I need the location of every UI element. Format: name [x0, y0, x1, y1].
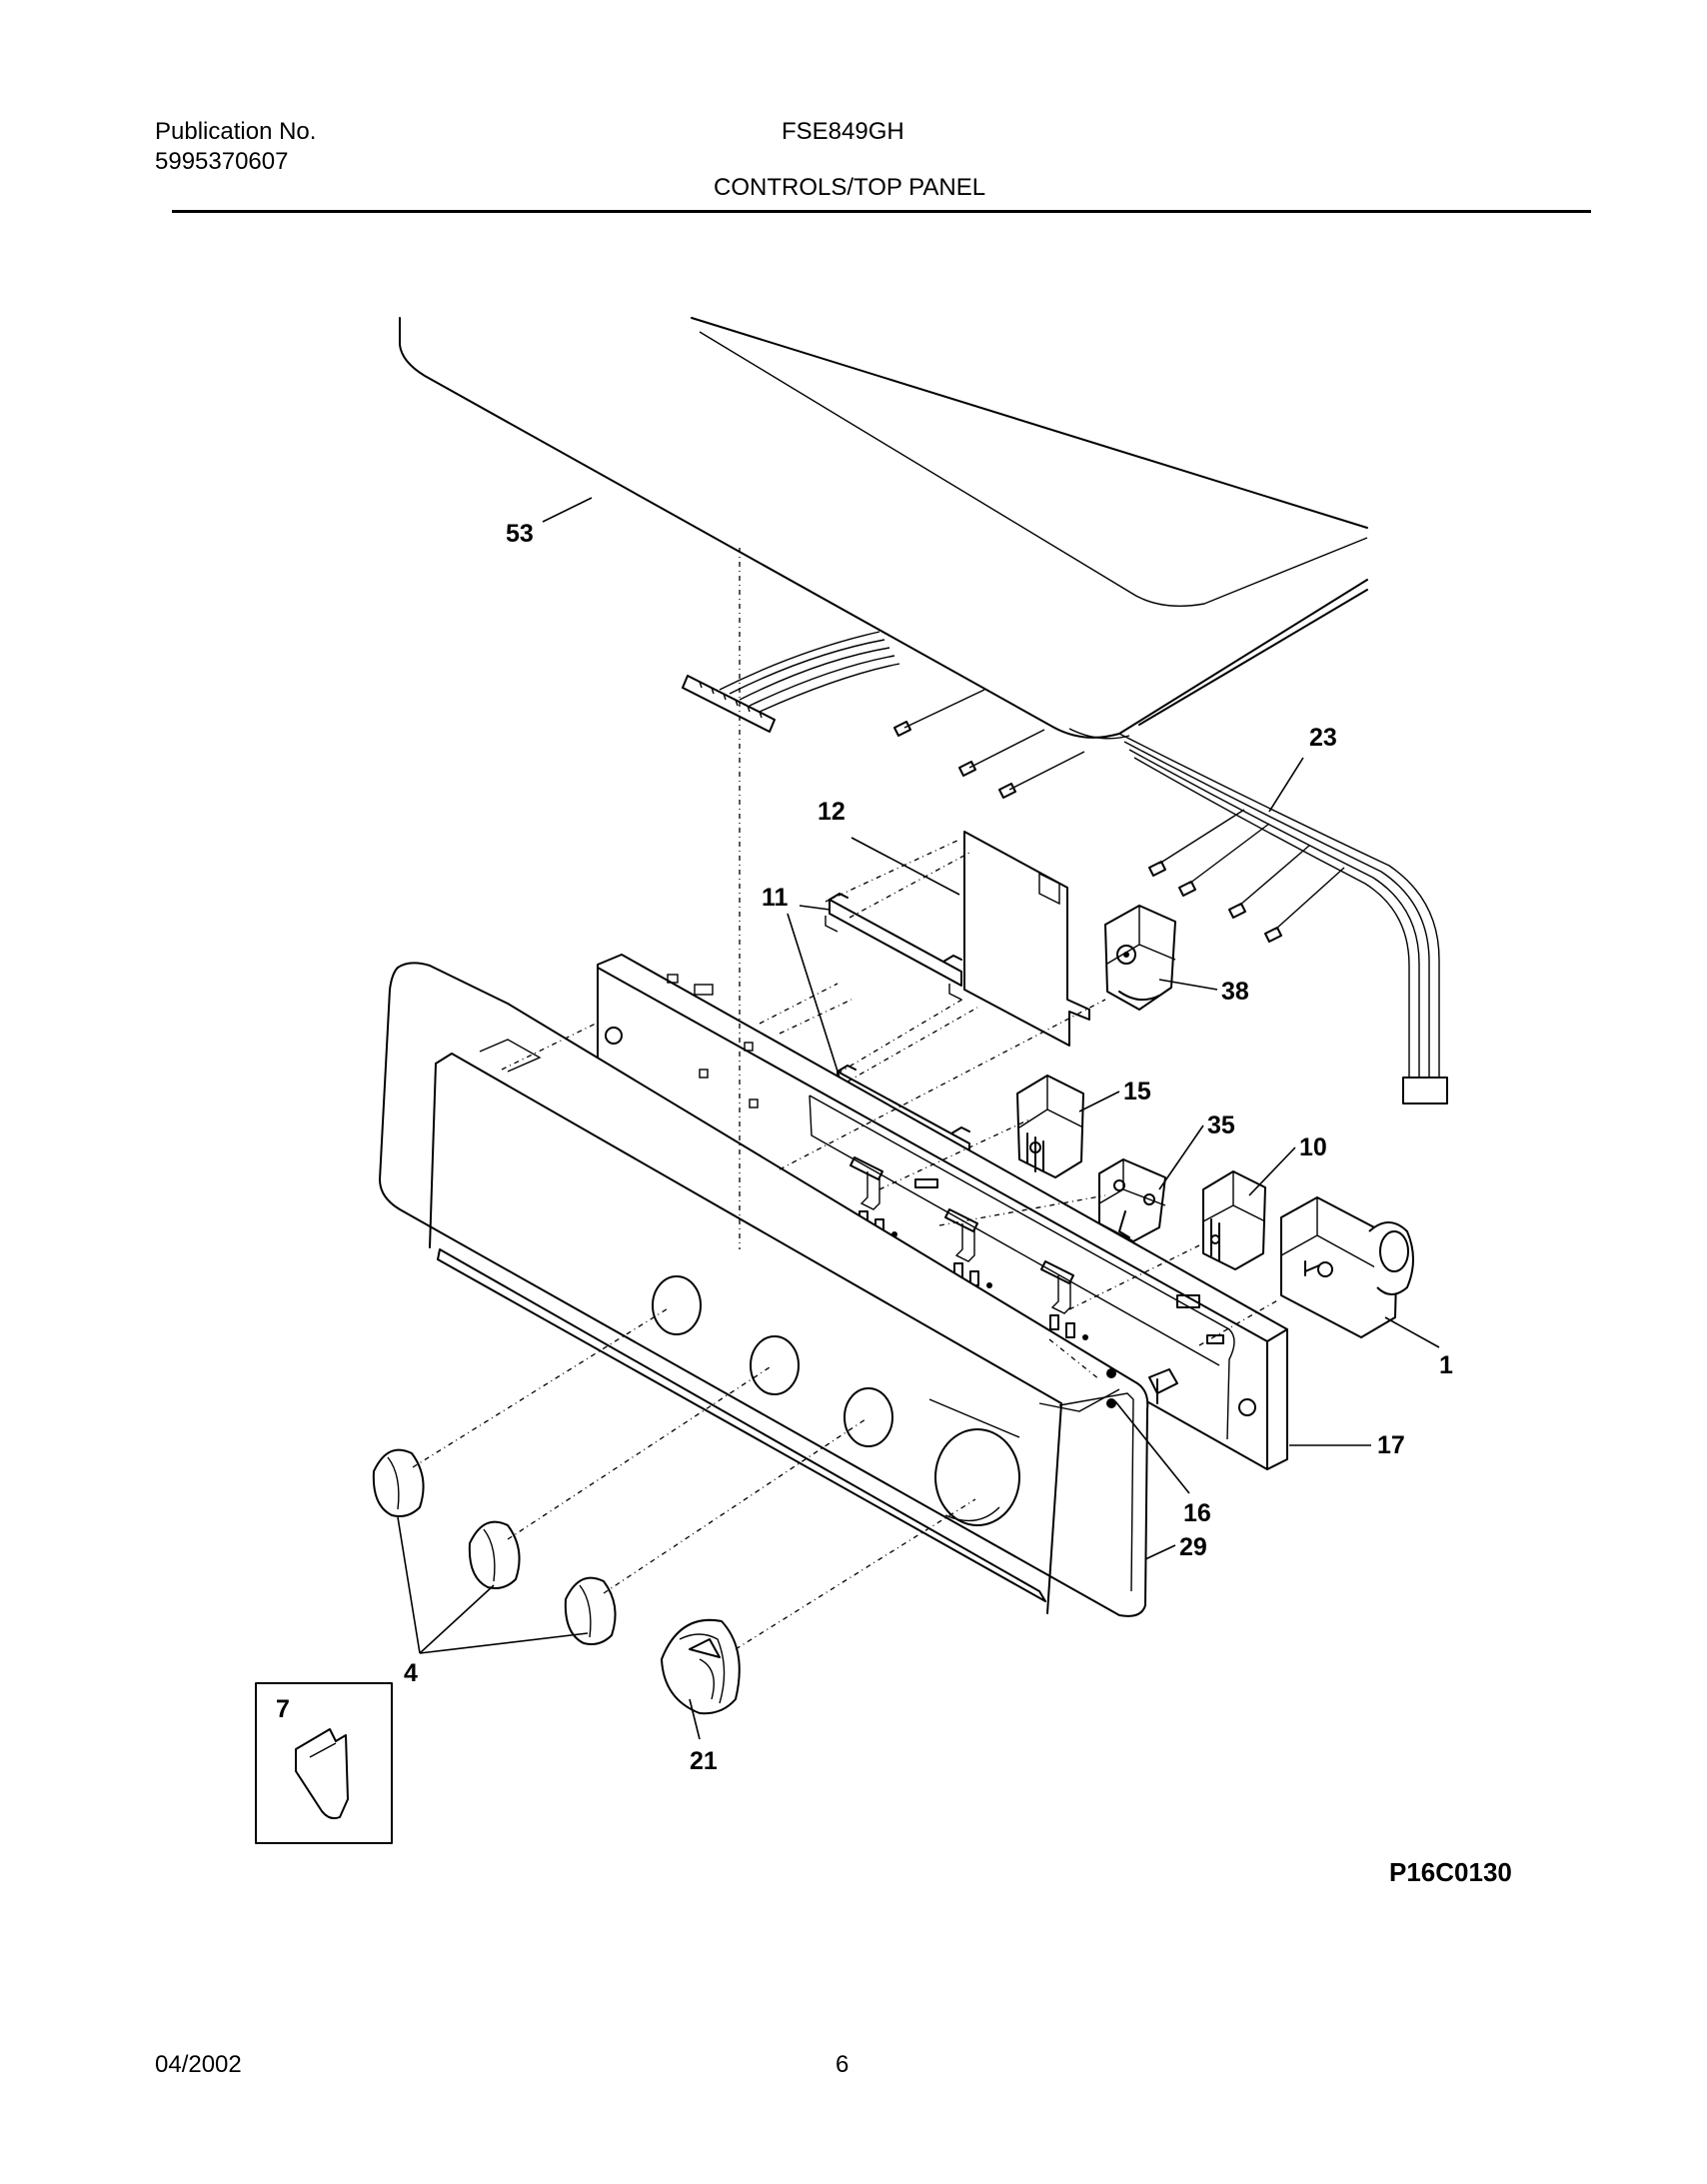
wire-connector-part	[682, 631, 900, 733]
publication-number: 5995370607	[155, 148, 289, 175]
footer-date: 04/2002	[155, 2051, 242, 2078]
callout-11: 11	[762, 884, 789, 912]
rotary-switch-mounts	[850, 1156, 1178, 1404]
bracket-upper-part	[825, 893, 962, 1001]
knob-1-part	[372, 1448, 425, 1517]
callout-35: 35	[1207, 1111, 1235, 1139]
section-title: CONTROLS/TOP PANEL	[714, 174, 986, 201]
callout-10: 10	[1299, 1133, 1327, 1161]
callout-1: 1	[1439, 1351, 1453, 1379]
callout-7: 7	[276, 1695, 290, 1723]
switch-10-part	[1202, 1170, 1266, 1270]
timer-knob-part	[661, 1618, 741, 1715]
callout-12: 12	[818, 798, 846, 826]
figure-id: P16C0130	[1389, 1857, 1512, 1887]
callout-4: 4	[404, 1659, 418, 1687]
callout-38: 38	[1221, 978, 1249, 1006]
callout-23: 23	[1309, 724, 1337, 752]
callout-53: 53	[506, 520, 534, 548]
page-number: 6	[836, 2051, 850, 2078]
publication-label: Publication No.	[155, 118, 317, 145]
clip-inset-box	[255, 1682, 393, 1844]
knob-2-part	[468, 1520, 521, 1589]
circuit-board-part	[963, 831, 1090, 1047]
model-number: FSE849GH	[782, 118, 904, 145]
callout-29: 29	[1179, 1533, 1207, 1561]
assembly-dashed-lines	[412, 548, 1280, 1650]
callout-15: 15	[1123, 1078, 1151, 1105]
top-panel-part	[399, 317, 1368, 740]
callout-leaders	[397, 497, 1440, 1740]
header-rule	[172, 210, 1591, 213]
panel-wire-leads	[893, 689, 1085, 799]
callout-21: 21	[690, 1747, 718, 1775]
timer-part	[1280, 1196, 1414, 1338]
callout-numbers: 53 23 12 11 38 15 35 10 1 17 16 29 4 21 …	[276, 520, 1453, 1775]
switch-35-part	[1098, 1158, 1166, 1242]
screw-16-part	[1106, 1368, 1116, 1408]
callout-16: 16	[1183, 1499, 1211, 1527]
selector-38-part	[1104, 905, 1176, 1011]
callout-17: 17	[1377, 1431, 1405, 1459]
switch-15-part	[1016, 1075, 1084, 1178]
console-panel-part	[379, 962, 1149, 1617]
wire-harness-part	[1118, 733, 1448, 1104]
